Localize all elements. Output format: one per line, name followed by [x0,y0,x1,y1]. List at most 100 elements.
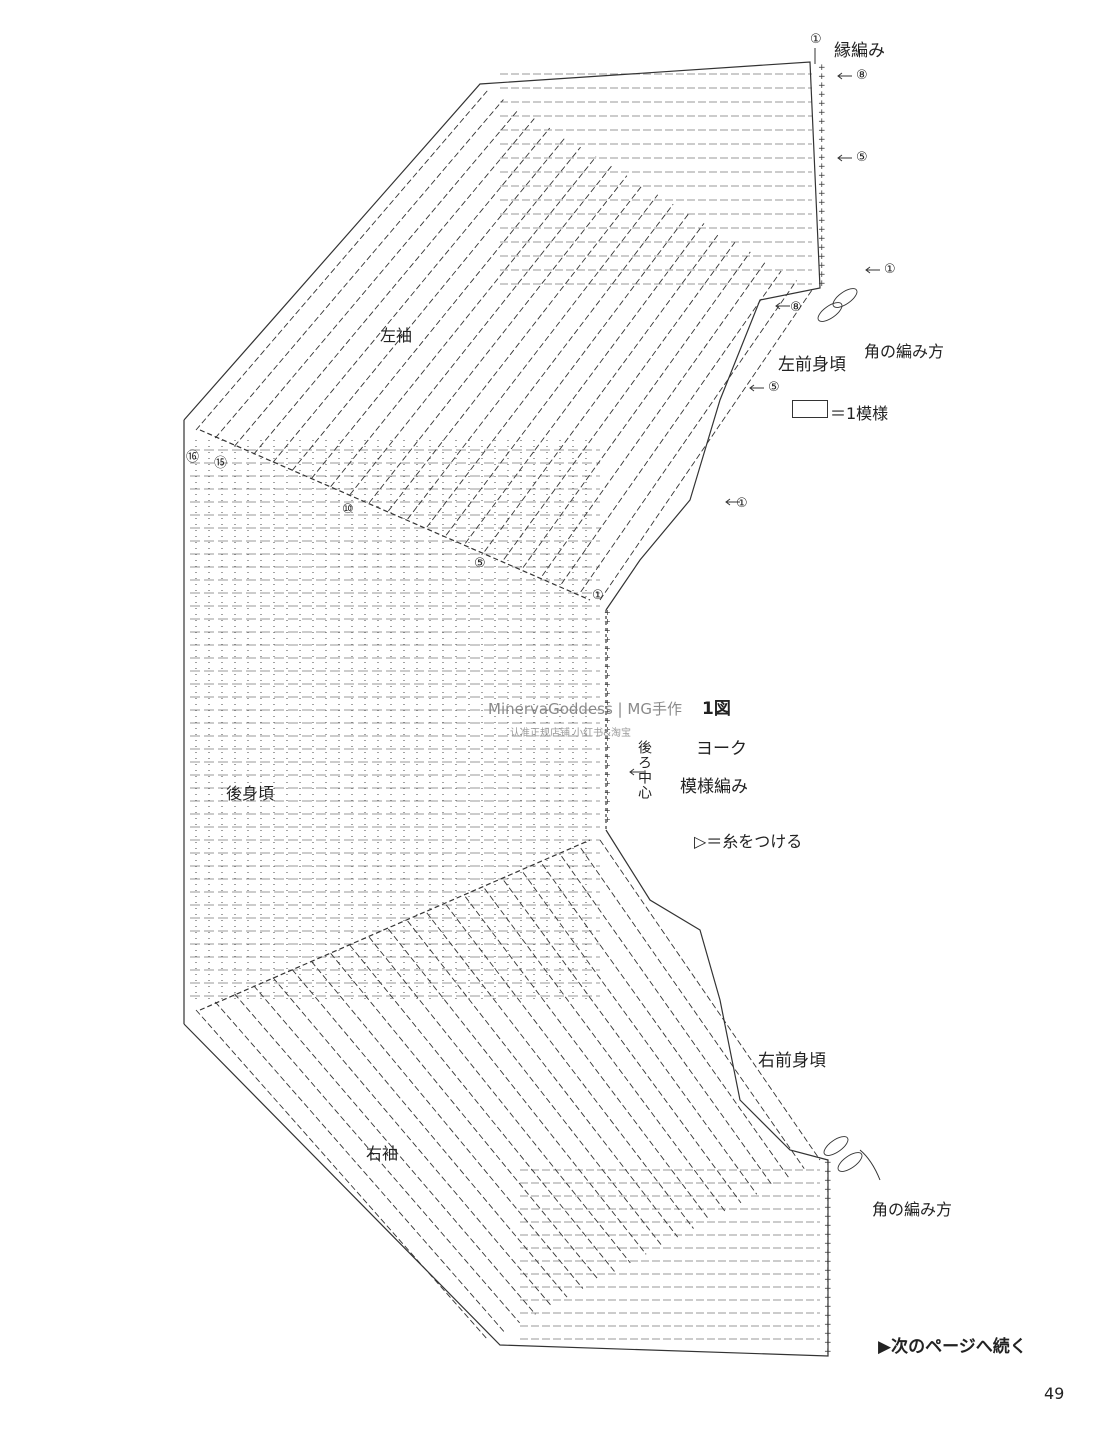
outline-top [183,61,821,611]
edge-stitch: + [604,626,611,635]
edge-stitch: + [818,225,826,235]
edge-stitch: + [818,63,826,73]
corner-method-label-bottom: 角の編み方 [872,1200,953,1219]
edge-stitch: + [818,72,826,82]
corner-petal [837,1152,863,1172]
row-marker-1: ① [592,588,604,603]
edge-stitch: + [824,1329,832,1339]
edge-stitch: + [604,707,611,716]
row-marker-5: ⑤ [474,556,486,571]
edge-stitch: + [824,1212,832,1222]
edge-stitch: + [604,689,611,698]
edge-stitch: + [824,1275,832,1285]
row-marker-edge-5-inner: ⑤ [768,380,780,395]
edge-stitch: + [818,234,826,244]
page-number: 49 [1044,1384,1065,1403]
left-sleeve-row [349,165,612,496]
watermark-line1: MinervaGoddess | MG手作 [488,700,682,718]
left-sleeve-row [272,127,551,463]
figure-number: 1図 [702,699,731,719]
left-sleeve-row [561,270,782,585]
back-body-label: 後身頃 [226,784,275,803]
edge-stitch: + [824,1311,832,1321]
right-sleeve-row [407,920,663,1246]
edge-stitch: + [824,1266,832,1276]
edge-stitch: + [818,189,826,199]
right-sleeve-row [349,944,615,1272]
right-sleeve-row [253,985,536,1315]
left-sleeve-row [503,242,736,560]
edge-stitch: + [604,671,611,680]
edge-stitch: + [604,743,611,752]
corner-petal [817,302,843,322]
row-arrow-head [629,768,635,776]
edge-stitch: + [824,1320,832,1330]
edge-stitch: + [604,734,611,743]
edge-stitch: + [824,1221,832,1231]
left-sleeve-row [368,175,628,504]
left-sleeve-row [522,251,751,568]
back-center-label: 後ろ中心 [636,740,652,800]
edge-stitch: + [818,207,826,217]
right-sleeve-row [541,864,773,1186]
edge-stitch: + [824,1284,832,1294]
yoke-label: ヨーク [696,739,747,759]
edge-stitch: + [604,797,611,806]
edge-stitch: + [818,243,826,253]
left-sleeve-row [541,261,767,576]
edge-stitch: + [818,279,826,289]
left-sleeve-row [214,99,504,439]
corner-method-label-top: 角の編み方 [864,342,945,361]
right-sleeve-row [503,880,742,1204]
row-marker-edge-8: ⑧ [856,68,868,83]
edge-stitch: + [604,779,611,788]
row-marker-edge-start: ① [810,32,822,47]
edge-stitch: + [824,1302,832,1312]
right-sleeve-row [195,1009,489,1341]
raglan-line-bottom [199,839,591,1011]
edge-stitch: + [604,716,611,725]
edge-stitch: + [604,752,611,761]
edge-stitch: + [824,1248,832,1258]
legend-repeat-label: ＝1模様 [830,404,889,423]
row-marker-edge-1-inner: ① [736,496,748,511]
edge-stitch: + [824,1230,832,1240]
row-marker-edge-1-corner: ① [884,262,896,277]
right-sleeve-row [426,912,679,1238]
left-sleeve-row [484,232,720,552]
row-marker-16: ⑯ [186,450,200,465]
right-sleeve-row [580,847,805,1169]
edge-stitch: + [818,180,826,190]
edge-stitch: + [604,608,611,617]
corner-petal [832,288,858,308]
corner-arrow-bottom [859,1149,881,1181]
edge-stitch: + [824,1203,832,1213]
edge-stitch: + [604,806,611,815]
left-sleeve-row [445,213,689,536]
left-sleeve-row [426,204,674,528]
stitch-symbols: ++++++++++++++++++++++++++++++++++++++++… [190,63,863,1357]
right-sleeve-row [464,896,710,1221]
edge-stitch: + [824,1194,832,1204]
row-arrows [629,48,881,1181]
pattern-knit-label: 模様編み [680,777,748,797]
right-sleeve-label: 右袖 [366,1144,399,1163]
edge-stitch: + [818,144,826,154]
right-sleeve-row [599,839,821,1161]
edge-stitch: + [604,788,611,797]
edge-stitch: + [824,1176,832,1186]
edge-stitch: + [818,270,826,280]
edge-stitch: + [824,1347,832,1357]
right-sleeve-row [368,936,631,1264]
edge-stitch: + [604,815,611,824]
row-arrow-head [749,384,755,392]
right-sleeve-row [522,872,758,1195]
edge-stitch: + [818,162,826,172]
outline-bottom [183,829,829,1357]
edge-stitch: + [604,644,611,653]
continue-next-page: ▶次のページへ続く [878,1337,1027,1357]
left-sleeve-row [234,108,520,447]
left-sleeve-row [464,223,705,544]
row-marker-15: ⑮ [214,456,228,471]
